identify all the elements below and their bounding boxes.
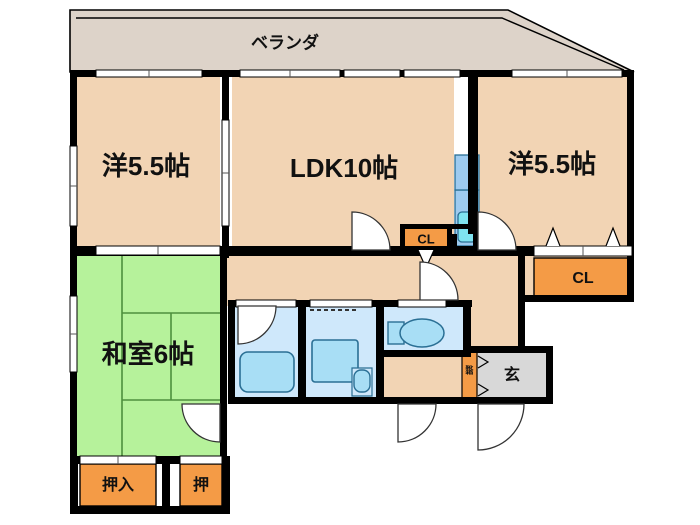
wall-cl-nook-right — [473, 224, 478, 256]
wall-cl-ldk-extra-top — [452, 224, 478, 229]
tatami-seams — [121, 256, 220, 456]
wall-cl-nook-left — [452, 234, 457, 256]
label-washitsu: 和室6帖 — [102, 339, 194, 369]
wall-wet-left — [228, 300, 235, 404]
window-mullions-left — [70, 185, 77, 335]
wall-closet-divider — [162, 462, 170, 508]
wall-cl-ldk-left — [400, 224, 405, 254]
wall-cl-ldk-right — [447, 224, 452, 254]
closet-areas: CL CL 押入 押 靴箱 — [79, 227, 633, 507]
room-fill-western-right — [478, 74, 633, 246]
door-swing-western-right[interactable] — [477, 211, 517, 251]
window-top-ldk-c — [403, 69, 461, 78]
genkan-step-arrow-bottom — [477, 383, 490, 397]
room-labels: 洋5.5帖 LDK10帖 洋5.5帖 和室6帖 — [102, 149, 596, 369]
shoe-cabinet-label-char1: 靴箱 — [465, 365, 474, 375]
closet-right-fill — [533, 257, 633, 299]
wall-mid-horizontal-center — [222, 246, 522, 256]
toilet-door-frame[interactable] — [397, 299, 447, 308]
wall-left-room-divider-top — [222, 74, 229, 120]
room-fill-lower-hall — [378, 356, 468, 398]
wall-wet-bottom — [228, 397, 378, 404]
wall-ldk-right-divider — [468, 74, 478, 234]
veranda-label: ベランダ — [251, 32, 319, 52]
door-swing-hall-a[interactable] — [397, 403, 437, 443]
label-western-left: 洋5.5帖 — [102, 151, 190, 181]
room-fill-western-left — [72, 74, 220, 246]
washing-machine-pan-icon — [311, 339, 359, 383]
wall-hall-right-upper — [518, 302, 525, 350]
door-swing-entrance[interactable] — [477, 403, 525, 451]
wall-genkan-right — [546, 346, 553, 402]
wall-cl-ldk-top — [400, 224, 452, 229]
genkan-step-arrow-top — [477, 355, 490, 369]
wall-toilet-bottom — [378, 350, 470, 357]
closet-door-arrow-b — [605, 226, 621, 247]
window-mullions-top — [148, 70, 568, 77]
wall-hall-bottom — [378, 397, 553, 404]
wall-closet-bottom — [70, 506, 230, 514]
room-fill-ldk — [232, 74, 454, 246]
door-swing-corridor[interactable] — [419, 261, 459, 301]
closet-door-arrow-a — [545, 226, 561, 247]
wall-left-exterior — [70, 70, 77, 462]
veranda-outline — [69, 9, 635, 73]
label-ldk: LDK10帖 — [290, 153, 398, 183]
genkan-label: 玄 — [504, 365, 520, 384]
window-top-ldk-b — [343, 69, 401, 78]
genkan-area: 玄 — [477, 352, 546, 400]
veranda-inner-rail — [76, 17, 625, 71]
wall-right-block-left — [518, 246, 525, 302]
closet-ldk-label: CL — [417, 231, 434, 246]
wall-left-room-divider-bottom — [222, 226, 229, 258]
label-western-right: 洋5.5帖 — [508, 149, 596, 179]
door-swing-ldk[interactable] — [351, 211, 391, 251]
closet-right-label: CL — [572, 270, 594, 287]
sliding-door-oshiire[interactable] — [79, 455, 223, 465]
oshi-label: 押 — [193, 475, 209, 494]
veranda-area: ベランダ — [69, 9, 635, 73]
shoe-cabinet-fill — [461, 351, 478, 401]
bathtub-icon — [239, 351, 295, 393]
door-swing-bathroom[interactable] — [237, 305, 277, 345]
wall-closet-left — [70, 456, 78, 514]
toilet-bowl-icon — [399, 318, 445, 348]
washroom-door-frame[interactable] — [309, 299, 373, 308]
wash-basin-icon — [353, 369, 371, 393]
genkan-fill — [478, 352, 546, 400]
wall-toilet-right — [463, 300, 471, 357]
door-swing-washitsu[interactable] — [181, 403, 221, 443]
wall-right-exterior-upper — [627, 70, 634, 302]
wall-right-block-bottom — [518, 295, 634, 302]
door-swings — [181, 211, 525, 451]
window-group-top — [95, 69, 623, 78]
wall-genkan-top — [470, 346, 550, 353]
windows — [69, 69, 633, 465]
oshiire-label: 押入 — [102, 475, 134, 494]
wall-bath-washroom-divider — [298, 306, 306, 398]
wall-closet-right — [222, 456, 230, 514]
